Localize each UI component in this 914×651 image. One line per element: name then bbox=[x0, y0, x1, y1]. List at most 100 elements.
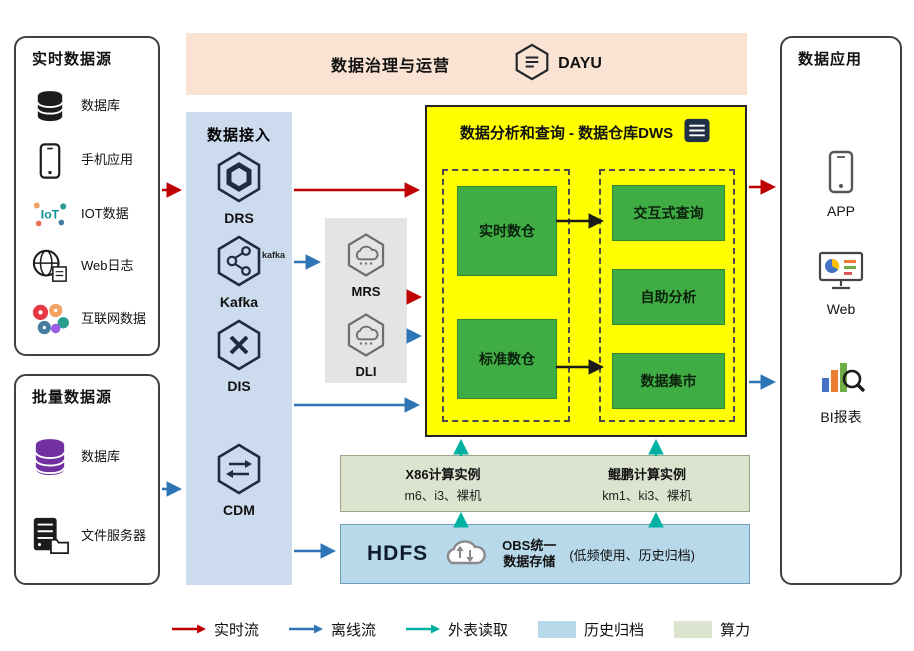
phone-icon bbox=[28, 142, 72, 180]
bi-report-icon bbox=[817, 363, 866, 402]
legend-label: 实时流 bbox=[214, 621, 260, 639]
database-icon bbox=[28, 89, 72, 125]
compute-subtitle: km1、ki3、裸机 bbox=[602, 488, 692, 503]
service-dis: DIS bbox=[186, 318, 292, 394]
blue-arrow-icon bbox=[289, 624, 324, 634]
obs-cloud-icon bbox=[441, 535, 489, 574]
source-item-batch-database: 数据库 bbox=[28, 437, 152, 479]
source-item-file-server: 文件服务器 bbox=[28, 516, 152, 556]
service-label: Kafka bbox=[219, 294, 259, 310]
batch-sources-panel: 批量数据源 数据库 bbox=[14, 374, 160, 585]
dws-warehouse-group: 实时数仓 标准数仓 bbox=[442, 169, 570, 422]
service-label: DIS bbox=[227, 378, 251, 394]
source-item-label: 数据库 bbox=[81, 449, 121, 465]
dws-panel: 数据分析和查询 - 数据仓库DWS 实时数仓 标准数仓 交互式查询 自助分析 数… bbox=[425, 105, 747, 437]
compute-title: 鲲鹏计算实例 bbox=[607, 466, 686, 482]
legend-label: 外表读取 bbox=[448, 621, 509, 639]
web-globe-icon bbox=[28, 248, 72, 284]
data-ingestion-title: 数据接入 bbox=[206, 127, 271, 144]
dws-module-realtime-warehouse: 实时数仓 bbox=[457, 186, 557, 276]
compute-power-swatch bbox=[674, 620, 713, 638]
obs-label-line1: OBS统一 bbox=[502, 537, 557, 553]
service-label: CDM bbox=[223, 502, 255, 518]
legend-item-offline-flow: 离线流 bbox=[289, 619, 376, 640]
dayu-service: DAYU bbox=[514, 42, 602, 87]
svg-text:IoT: IoT bbox=[41, 208, 60, 222]
legend-item-external-read: 外表读取 bbox=[406, 619, 508, 640]
source-item-label: IOT数据 bbox=[81, 205, 129, 221]
dayu-label: DAYU bbox=[558, 55, 602, 72]
obs-label-line2: 数据存储 bbox=[503, 554, 556, 569]
dli-hexagon-icon bbox=[345, 313, 387, 362]
service-cdm: CDM bbox=[186, 442, 292, 518]
data-ingestion-panel: 数据接入 DRS kafka Kafka bbox=[186, 112, 292, 585]
source-item-label: 手机应用 bbox=[81, 152, 134, 168]
compute-instances-panel: X86计算实例 m6、i3、裸机 鲲鹏计算实例 km1、ki3、裸机 bbox=[340, 455, 750, 512]
compute-subtitle: m6、i3、裸机 bbox=[404, 488, 482, 503]
dws-header: 数据分析和查询 - 数据仓库DWS bbox=[427, 107, 745, 148]
iot-icon: IoT bbox=[28, 197, 72, 231]
realtime-sources-title: 实时数据源 bbox=[32, 51, 113, 68]
source-item-internet: 互联网数据 bbox=[28, 301, 152, 337]
storage-panel: HDFS OBS统一 数据存储 (低频使用、历史归档) bbox=[340, 524, 750, 584]
app-item-label: BI报表 bbox=[820, 409, 862, 425]
storage-note: (低频使用、历史归档) bbox=[569, 547, 696, 563]
legend-item-history-archive: 历史归档 bbox=[538, 619, 644, 640]
legend-label: 算力 bbox=[720, 621, 751, 639]
history-archive-swatch bbox=[538, 620, 577, 638]
processing-panel: MRS DLI bbox=[325, 218, 407, 383]
legend-label: 离线流 bbox=[331, 621, 377, 639]
batch-sources-list: 数据库 文件服务器 bbox=[16, 418, 158, 575]
obs-label: OBS统一 数据存储 bbox=[502, 538, 556, 571]
app-phone-icon bbox=[827, 150, 855, 198]
purple-database-icon bbox=[28, 437, 72, 479]
service-dli: DLI bbox=[325, 312, 407, 379]
dis-hexagon-icon bbox=[214, 319, 264, 376]
service-kafka: kafka Kafka bbox=[186, 234, 292, 310]
app-item-web: Web bbox=[782, 250, 900, 317]
service-mrs: MRS bbox=[325, 232, 407, 299]
dws-module-self-service-analysis: 自助分析 bbox=[612, 269, 725, 325]
app-item-label: APP bbox=[826, 203, 855, 219]
teal-arrow-icon bbox=[406, 624, 441, 634]
compute-title: X86计算实例 bbox=[405, 466, 481, 482]
dws-document-icon bbox=[682, 117, 712, 148]
source-item-weblog: Web日志 bbox=[28, 248, 152, 284]
service-drs: DRS bbox=[186, 150, 292, 226]
data-applications-title: 数据应用 bbox=[798, 51, 863, 68]
file-server-icon bbox=[28, 516, 72, 556]
web-monitor-icon bbox=[818, 251, 864, 296]
legend-item-realtime-flow: 实时流 bbox=[172, 619, 259, 640]
dayu-icon bbox=[514, 42, 550, 87]
compute-col-kunpeng: 鲲鹏计算实例 km1、ki3、裸机 bbox=[545, 456, 749, 511]
realtime-sources-panel: 实时数据源 数据库 bbox=[14, 36, 160, 356]
kafka-hexagon-icon bbox=[214, 235, 264, 292]
compute-col-x86: X86计算实例 m6、i3、裸机 bbox=[341, 456, 545, 511]
drs-hexagon-icon bbox=[214, 151, 264, 208]
internet-bubbles-icon bbox=[28, 301, 72, 337]
dws-module-interactive-query: 交互式查询 bbox=[612, 185, 725, 241]
kafka-logo-text: kafka bbox=[261, 250, 285, 260]
realtime-sources-list: 数据库 手机应用 bbox=[16, 80, 158, 346]
source-item-label: 文件服务器 bbox=[81, 527, 147, 543]
source-item-iot: IoT IOT数据 bbox=[28, 197, 152, 231]
service-label: MRS bbox=[351, 284, 381, 299]
governance-banner: 数据治理与运营 DAYU bbox=[186, 33, 747, 95]
dws-query-group: 交互式查询 自助分析 数据集市 bbox=[599, 169, 735, 422]
app-item-label: Web bbox=[826, 301, 856, 317]
source-item-mobile: 手机应用 bbox=[28, 142, 152, 180]
legend: 实时流 离线流 外表读取 历史归档 算力 bbox=[0, 612, 914, 646]
cdm-hexagon-icon bbox=[214, 443, 264, 500]
service-label: DRS bbox=[224, 210, 254, 226]
service-label: DLI bbox=[355, 364, 377, 379]
red-arrow-icon bbox=[172, 624, 206, 634]
dws-title: 数据分析和查询 - 数据仓库DWS bbox=[459, 125, 674, 142]
source-item-database: 数据库 bbox=[28, 89, 152, 125]
dws-module-standard-warehouse: 标准数仓 bbox=[457, 319, 557, 399]
batch-sources-title: 批量数据源 bbox=[32, 389, 113, 406]
app-item-app: APP bbox=[782, 150, 900, 219]
legend-label: 历史归档 bbox=[584, 621, 645, 639]
app-item-bi: BI报表 bbox=[782, 356, 900, 427]
source-item-label: 互联网数据 bbox=[81, 310, 147, 326]
